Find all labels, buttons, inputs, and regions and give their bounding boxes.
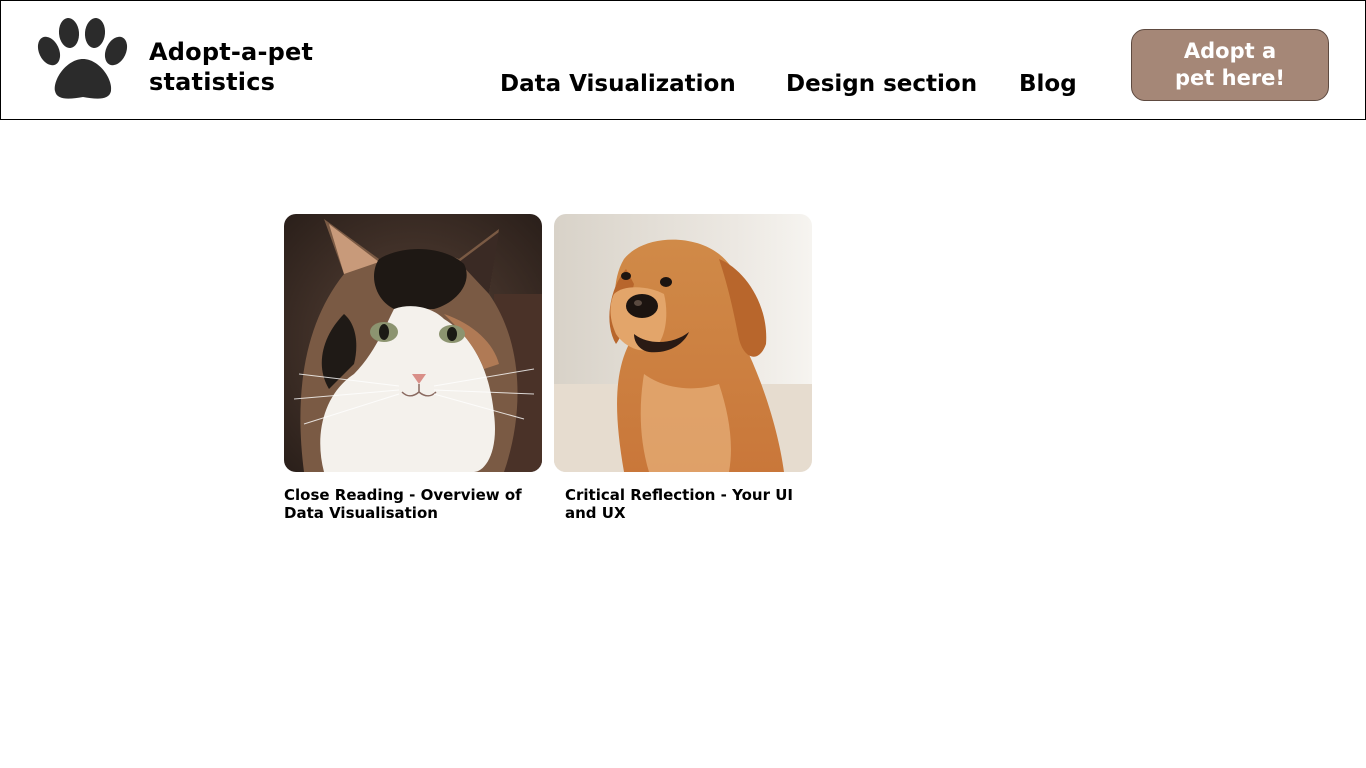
calico-cat-image[interactable] xyxy=(284,214,542,472)
article-card-close-reading[interactable]: Close Reading - Overview of Data Visuali… xyxy=(284,214,542,522)
nav-data-visualization[interactable]: Data Visualization xyxy=(500,71,736,97)
site-title: Adopt-a-pet statistics xyxy=(149,37,349,97)
card-caption[interactable]: Close Reading - Overview of Data Visuali… xyxy=(284,486,522,522)
site-header: Adopt-a-pet statistics Data Visualizatio… xyxy=(0,0,1366,120)
paw-print-icon[interactable] xyxy=(37,17,129,101)
golden-retriever-image[interactable] xyxy=(554,214,812,472)
nav-design-section[interactable]: Design section xyxy=(786,71,978,97)
site-title-line1: Adopt-a-pet xyxy=(149,38,314,66)
article-card-critical-reflection[interactable]: Critical Reflection - Your UI and UX xyxy=(554,214,812,522)
adopt-button-label: Adopt a pet here! xyxy=(1175,39,1285,90)
adopt-a-pet-button[interactable]: Adopt a pet here! xyxy=(1131,29,1329,101)
card-caption[interactable]: Critical Reflection - Your UI and UX xyxy=(565,486,793,522)
nav-blog[interactable]: Blog xyxy=(1019,71,1077,97)
site-title-line2: statistics xyxy=(149,68,276,96)
